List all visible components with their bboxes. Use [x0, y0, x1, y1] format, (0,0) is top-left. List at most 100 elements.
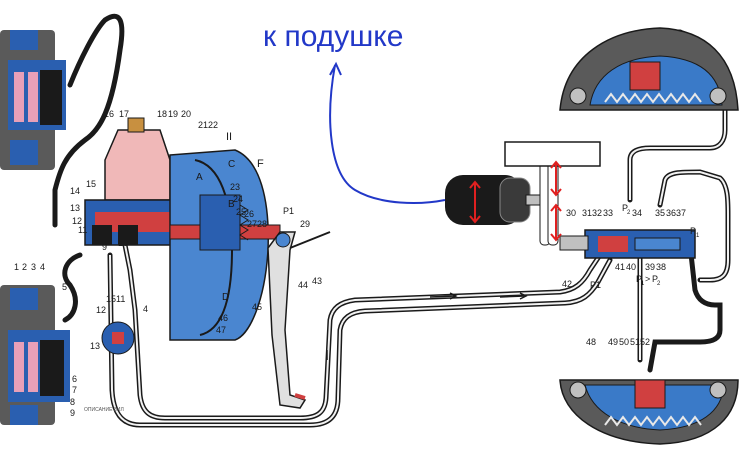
label-b-0: A — [196, 172, 203, 183]
label-b-11: 29 — [300, 219, 310, 229]
pipe-top-left — [52, 13, 125, 228]
label-r-7: 35 — [655, 208, 665, 218]
label-ll-4: 5 — [62, 282, 67, 292]
label-b-15: 45 — [252, 302, 262, 312]
caliper-bottom-top-block — [10, 288, 38, 310]
label-ll-3: 4 — [40, 262, 45, 272]
caliper-bottom-lower-block — [10, 405, 38, 425]
pipe-right-loop — [647, 242, 723, 373]
callout-arrowhead — [329, 61, 342, 76]
regulator-valve — [634, 237, 681, 251]
label-lc-3: 12 — [72, 216, 82, 226]
label-r-22: P1 — [590, 280, 601, 290]
label-lc-6: 9 — [102, 242, 107, 252]
red-arrow-cushion-head-down — [469, 215, 481, 224]
red-arrow-lever-lower-head-up — [550, 203, 562, 212]
caliper-bottom-block — [10, 140, 38, 165]
label-lc-5: 10 — [118, 238, 128, 248]
port-2 — [118, 225, 138, 245]
pedal-link — [289, 231, 331, 249]
linkage-frame — [504, 141, 601, 167]
pressure-regulator — [559, 229, 696, 259]
label-tl-5: 21 — [198, 120, 208, 130]
label-r-19: P — [652, 274, 658, 284]
pedal-pivot — [275, 232, 291, 248]
label-b-1: C — [228, 159, 235, 170]
flow-arrow-1-head — [449, 292, 458, 300]
drum-top-cylinder — [629, 61, 661, 91]
caliper-top-block — [10, 30, 38, 50]
drum-top-spring — [604, 92, 702, 104]
label-br-0: 48 — [586, 337, 596, 347]
label-r-1: 31 — [582, 208, 592, 218]
label-ll-10: 15 — [106, 294, 116, 304]
drum-top-hub-right — [709, 87, 727, 105]
label-tl-6: 22 — [208, 120, 218, 130]
callout-curve — [329, 64, 446, 204]
label-b-8: 28 — [257, 219, 267, 229]
label-r-2: 32 — [592, 208, 602, 218]
piston-bottom — [40, 340, 64, 396]
small-caption: ОПИСАНИЕ ЗИЛ — [84, 407, 124, 413]
label-b-3: 24 — [233, 194, 243, 204]
label-r-9: 37 — [676, 208, 686, 218]
front-right-caliper — [0, 285, 70, 425]
label-r-5: 2 — [627, 210, 631, 216]
drum-bottom-spring — [604, 415, 702, 427]
label-lc-7: 4 — [143, 304, 148, 314]
label-b-9: F — [257, 158, 264, 170]
label-ll-8: 9 — [70, 408, 75, 418]
pad-bottom-2 — [28, 342, 38, 392]
label-b-4: 25 — [236, 207, 246, 217]
pad-top-1 — [14, 72, 24, 122]
linkage — [504, 141, 601, 246]
vacuum-booster — [169, 149, 281, 341]
red-arrow-cushion-head-up — [469, 180, 481, 189]
label-tl-2: 18 — [157, 109, 167, 119]
rear-drum-bottom — [559, 379, 739, 445]
label-ll-9: 12 — [96, 305, 106, 315]
reservoir-cap — [127, 117, 145, 133]
label-b-13: 47 — [216, 325, 226, 335]
reservoir — [104, 129, 171, 201]
label-ll-6: 7 — [72, 385, 77, 395]
label-br-1: 49 — [608, 337, 618, 347]
label-tl-0: 16 — [104, 109, 114, 119]
label-ll-5: 6 — [72, 374, 77, 384]
label-tl-7: II — [226, 131, 232, 143]
booster-spring — [239, 204, 249, 241]
label-b-10: P1 — [283, 206, 294, 216]
label-lc-1: 15 — [86, 179, 96, 189]
red-arrows — [469, 160, 562, 242]
rear-drum-top — [559, 27, 739, 111]
pedal-lever — [267, 231, 307, 409]
label-lc-0: 14 — [70, 186, 80, 196]
label-b-7: 27 — [247, 219, 257, 229]
brake-pedal — [267, 231, 331, 409]
air-cushion — [445, 175, 554, 225]
label-lc-2: 13 — [70, 203, 80, 213]
label-ll-7: 8 — [70, 397, 75, 407]
red-arrow-lever-lower-head-down — [550, 233, 562, 242]
red-arrow-lever-upper-head-up — [550, 160, 562, 169]
label-b-14: 46 — [218, 313, 228, 323]
pad-top-2 — [28, 72, 38, 122]
label-ll-0: 1 — [14, 262, 19, 272]
label-r-20: 2 — [657, 281, 661, 287]
label-ll-11: 11 — [116, 294, 125, 304]
label-r-10: P — [690, 226, 696, 236]
label-lc-4: 11 — [78, 225, 87, 235]
drum-bottom-cylinder — [634, 379, 666, 409]
detail-circle-core — [112, 332, 124, 344]
label-r-16: P — [636, 274, 642, 284]
label-br-4: 52 — [640, 337, 650, 347]
pipe-lower-left — [62, 252, 83, 323]
flow-arrow-2-head — [519, 292, 528, 300]
label-r-15: 38 — [656, 262, 666, 272]
label-r-6: 34 — [632, 208, 642, 218]
label-tl-3: 19 — [168, 109, 178, 119]
label-b-12: D — [222, 292, 229, 303]
label-b-16: 44 — [298, 280, 308, 290]
